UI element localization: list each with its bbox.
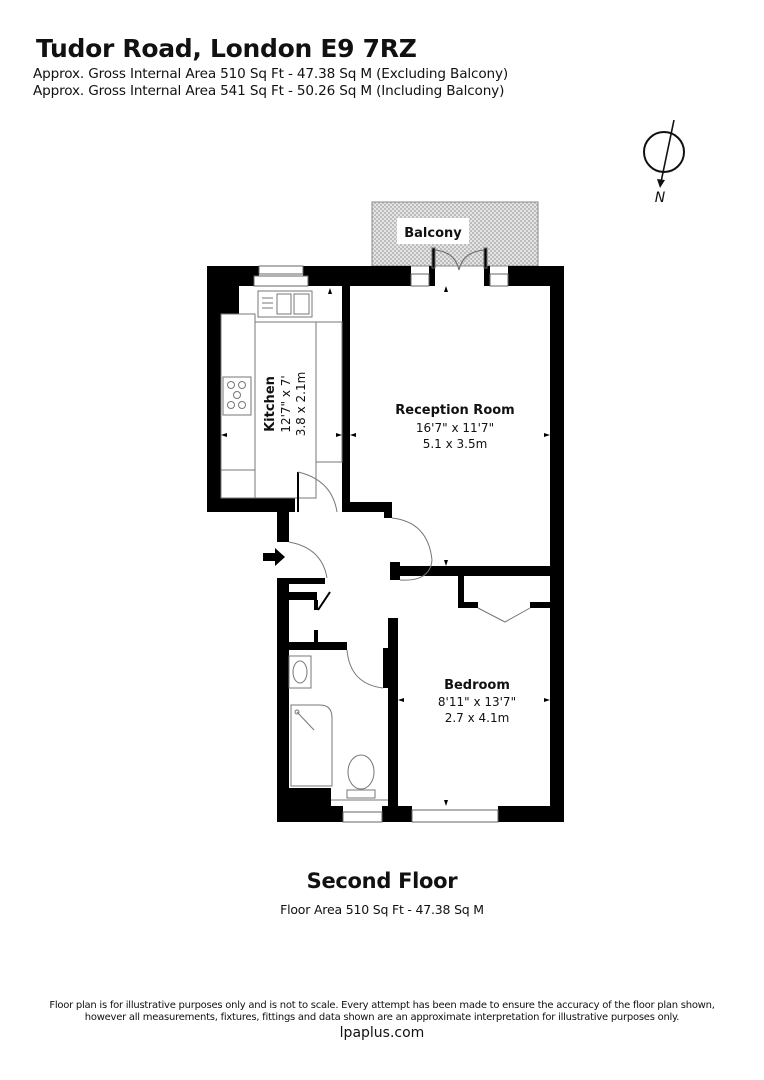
balcony-label: Balcony	[404, 226, 462, 241]
bedroom-label: Bedroom	[444, 678, 510, 693]
bedroom-metric: 2.7 x 4.1m	[445, 711, 510, 725]
property-title: Tudor Road, London E9 7RZ	[36, 34, 417, 63]
bedroom-imperial: 8'11" x 13'7"	[438, 695, 516, 709]
windows	[253, 265, 509, 823]
basin-icon	[292, 660, 308, 684]
north-label: N	[655, 190, 666, 206]
doors	[288, 471, 531, 689]
disclaimer-line-1: Floor plan is for illustrative purposes …	[49, 1000, 715, 1011]
bath-icon	[290, 704, 333, 787]
walls	[207, 266, 564, 822]
balcony-doors	[431, 247, 488, 271]
disclaimer-line-2: however all measurements, fixtures, fitt…	[84, 1012, 680, 1023]
toilet-icon	[347, 754, 375, 790]
balcony: Balcony	[371, 201, 539, 267]
area-including-balcony: Approx. Gross Internal Area 541 Sq Ft - …	[33, 83, 505, 99]
kitchen-imperial: 12'7" x 7'	[279, 375, 293, 432]
website-link[interactable]: lpaplus.com	[339, 1025, 425, 1041]
area-excluding-balcony: Approx. Gross Internal Area 510 Sq Ft - …	[33, 66, 509, 82]
kitchen-metric: 3.8 x 2.1m	[294, 372, 308, 437]
bathroom-fixtures	[288, 655, 388, 801]
floor-title: Second Floor	[306, 869, 458, 893]
reception-metric: 5.1 x 3.5m	[423, 437, 488, 451]
floor-area: Floor Area 510 Sq Ft - 47.38 Sq M	[280, 902, 484, 917]
disclaimer: Floor plan is for illustrative purposes …	[0, 1000, 764, 1024]
floor-plan: Balcony	[207, 201, 564, 823]
reception-label: Reception Room	[395, 403, 514, 418]
north-arrow-icon: N	[643, 119, 685, 206]
kitchen-label: Kitchen	[263, 376, 278, 432]
measurement-markers	[221, 286, 550, 806]
reception-imperial: 16'7" x 11'7"	[416, 421, 494, 435]
kitchen-fixtures	[220, 290, 343, 499]
entrance-arrow-icon	[263, 548, 285, 566]
